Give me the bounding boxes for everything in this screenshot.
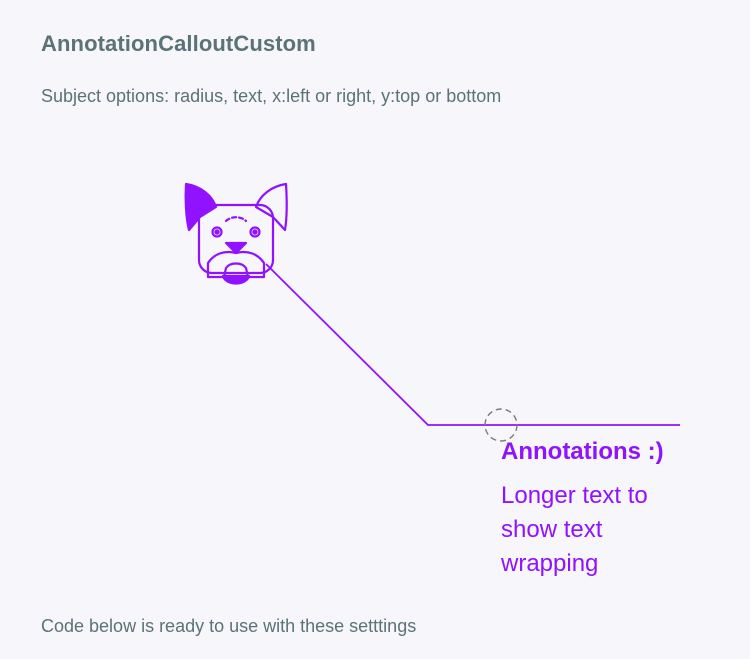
code-caption: Code below is ready to use with these se… bbox=[41, 616, 417, 636]
annotation-connector bbox=[265, 263, 680, 426]
annotation-title: Annotations :) bbox=[501, 438, 664, 465]
dog-face-icon bbox=[184, 182, 288, 285]
annotation-label: Longer text to show text wrapping bbox=[501, 482, 648, 577]
annotation-subject-circle[interactable] bbox=[484, 408, 518, 442]
page-subtitle: Subject options: radius, text, x:left or… bbox=[41, 86, 502, 106]
page-title: AnnotationCalloutCustom bbox=[41, 31, 316, 56]
